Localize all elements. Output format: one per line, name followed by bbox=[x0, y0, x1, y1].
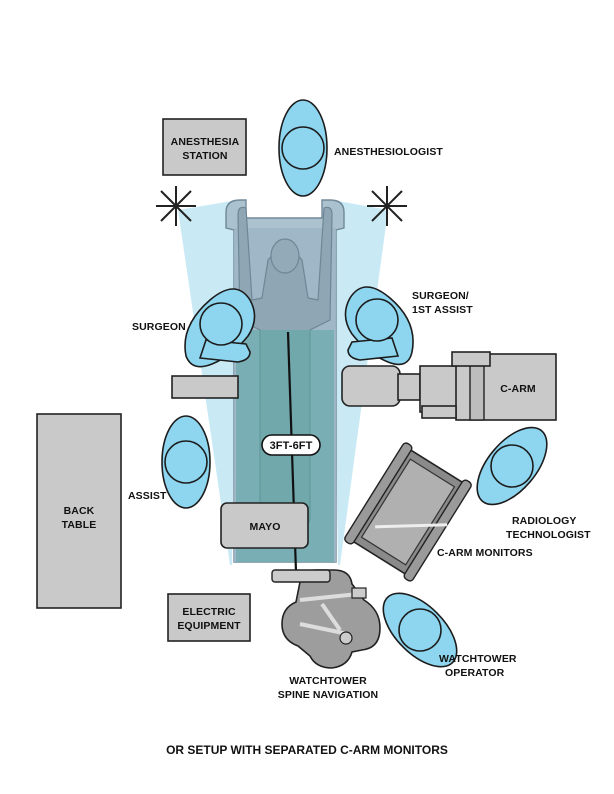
watchtower-operator-label-line2: OPERATOR bbox=[445, 667, 505, 679]
watchtower-operator-label-line1: WATCHTOWER bbox=[439, 653, 517, 665]
c-arm: C-ARM bbox=[171, 351, 557, 421]
back-table-label-line2: TABLE bbox=[62, 519, 97, 531]
mayo-stand: MAYO bbox=[220, 502, 309, 549]
surgeon-1st-assist-figure-icon bbox=[344, 286, 414, 366]
back-table: BACK TABLE bbox=[36, 413, 122, 609]
anesthesiologist-label: ANESTHESIOLOGIST bbox=[334, 146, 443, 158]
c-arm-monitors bbox=[344, 442, 472, 582]
watchtower-spine-navigation-label-line2: SPINE NAVIGATION bbox=[278, 689, 378, 701]
electric-equipment-label-line1: ELECTRIC bbox=[182, 606, 236, 618]
surgeon-label: SURGEON bbox=[132, 321, 186, 333]
diagram-caption: OR SETUP WITH SEPARATED C-ARM MONITORS bbox=[166, 743, 448, 757]
surgeon-1st-assist-label-line2: 1ST ASSIST bbox=[412, 304, 473, 316]
anesthesia-station: ANESTHESIA STATION bbox=[162, 118, 247, 176]
radiology-technologist-label-line2: TECHNOLOGIST bbox=[506, 529, 591, 541]
anesthesia-station-label-line1: ANESTHESIA bbox=[171, 136, 240, 148]
mayo-label: MAYO bbox=[250, 521, 281, 533]
watchtower-operator-figure-icon bbox=[382, 592, 458, 668]
radiology-technologist-label-line1: RADIOLOGY bbox=[512, 515, 577, 527]
surgeon-figure-icon bbox=[184, 288, 256, 368]
assist-figure-icon bbox=[161, 415, 211, 509]
distance-label: 3FT-6FT bbox=[270, 440, 313, 452]
surgical-light-left-icon bbox=[156, 186, 196, 226]
anesthesiologist-figure-icon bbox=[278, 99, 328, 197]
c-arm-label: C-ARM bbox=[500, 383, 536, 395]
assist-label: ASSIST bbox=[128, 490, 167, 502]
electric-equipment-label-line2: EQUIPMENT bbox=[177, 620, 241, 632]
watchtower-spine-navigation bbox=[271, 569, 381, 669]
surgical-light-right-icon bbox=[367, 186, 407, 226]
c-arm-monitors-label: C-ARM MONITORS bbox=[437, 547, 533, 559]
radiology-technologist-figure-icon bbox=[476, 426, 548, 506]
anesthesia-station-label-line2: STATION bbox=[182, 150, 227, 162]
electric-equipment: ELECTRIC EQUIPMENT bbox=[167, 593, 251, 642]
watchtower-spine-navigation-label-line1: WATCHTOWER bbox=[289, 675, 367, 687]
distance-badge: 3FT-6FT bbox=[261, 434, 321, 456]
surgeon-1st-assist-label-line1: SURGEON/ bbox=[412, 290, 469, 302]
back-table-label-line1: BACK bbox=[64, 505, 95, 517]
